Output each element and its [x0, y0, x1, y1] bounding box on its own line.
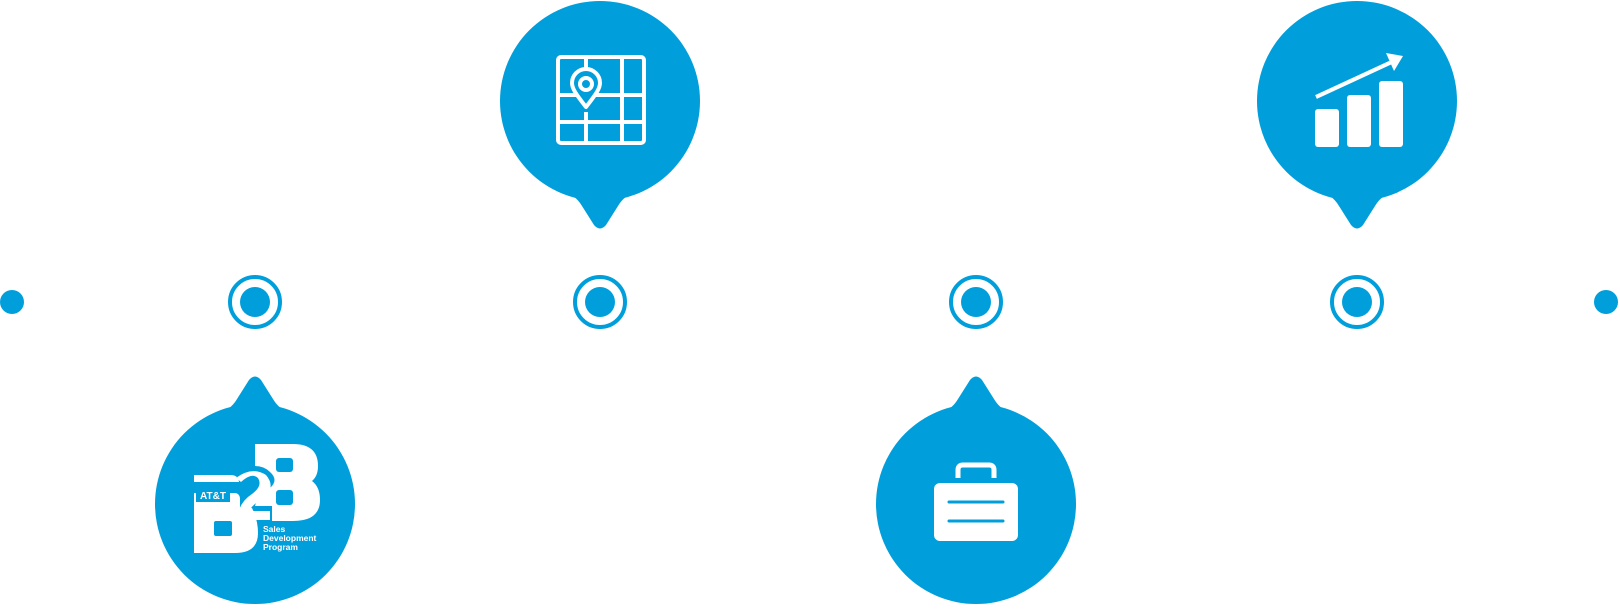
logo-text-line2: Development: [263, 533, 317, 543]
timeline-end-dot: [1594, 290, 1618, 314]
timeline-start-dot: [0, 290, 24, 314]
bubble-b2b: [155, 376, 355, 604]
logo-brand-text: AT&T: [200, 491, 226, 502]
logo-text-line1: Sales: [263, 524, 285, 534]
milestone-marker-b2b[interactable]: [228, 275, 282, 329]
bubble-map: [500, 1, 700, 229]
briefcase-icon: [934, 462, 1018, 541]
growth-chart-icon: [1315, 53, 1403, 147]
logo-text-line3: Program: [263, 542, 298, 552]
map-location-icon: [556, 55, 646, 145]
milestone-marker-briefcase[interactable]: [949, 275, 1003, 329]
milestone-marker-map[interactable]: [573, 275, 627, 329]
att-b2b-logo-icon: AT&T Sales Development Program: [194, 444, 320, 553]
milestone-marker-growth[interactable]: [1330, 275, 1384, 329]
